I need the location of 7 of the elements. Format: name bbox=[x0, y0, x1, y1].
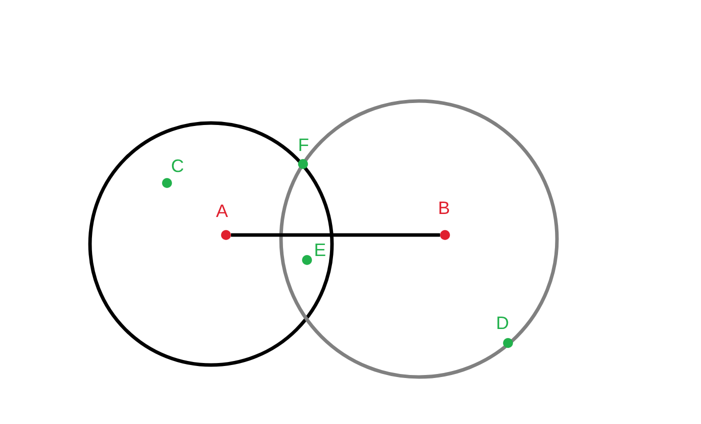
line-segment bbox=[231, 233, 440, 237]
point-label: F bbox=[298, 135, 309, 155]
point-label: A bbox=[216, 201, 228, 221]
point-label: D bbox=[496, 313, 509, 333]
point-label: C bbox=[171, 156, 184, 176]
point-label: E bbox=[314, 240, 326, 260]
point-label: B bbox=[438, 198, 450, 218]
